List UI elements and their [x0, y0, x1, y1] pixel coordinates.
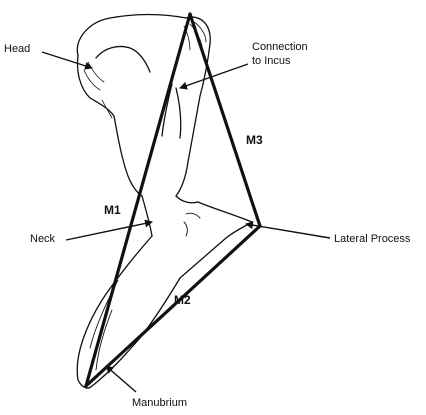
label-neck: Neck: [30, 233, 56, 245]
head-arrow: [42, 52, 92, 68]
segment-m3-line: [190, 14, 260, 226]
lateral-process-detail: [184, 213, 200, 236]
label-connection-line2: to Incus: [252, 55, 291, 67]
segment-m2-line: [86, 226, 260, 386]
manubrium-arrow: [106, 366, 136, 392]
label-segment-m3: M3: [246, 133, 263, 147]
labels: Head Connection to Incus Neck Lateral Pr…: [4, 41, 411, 409]
label-connection-line1: Connection: [252, 41, 308, 53]
malleus-bone-sketch: [77, 15, 252, 388]
head-inner-contour: [96, 46, 150, 72]
neck-arrow: [66, 222, 152, 240]
label-segment-m1: M1: [104, 203, 121, 217]
label-lateral-process: Lateral Process: [334, 233, 411, 245]
neck-contour: [142, 196, 198, 236]
label-segment-m2: M2: [174, 293, 191, 307]
lateral-process-arrow: [246, 224, 330, 238]
pointer-arrows: [42, 52, 330, 392]
segment-m1-line: [86, 14, 190, 386]
incus-facet: [162, 84, 181, 138]
label-head: Head: [4, 43, 30, 55]
measurement-triangle: [86, 14, 260, 386]
head-outline: [77, 15, 210, 196]
label-manubrium: Manubrium: [132, 397, 187, 409]
